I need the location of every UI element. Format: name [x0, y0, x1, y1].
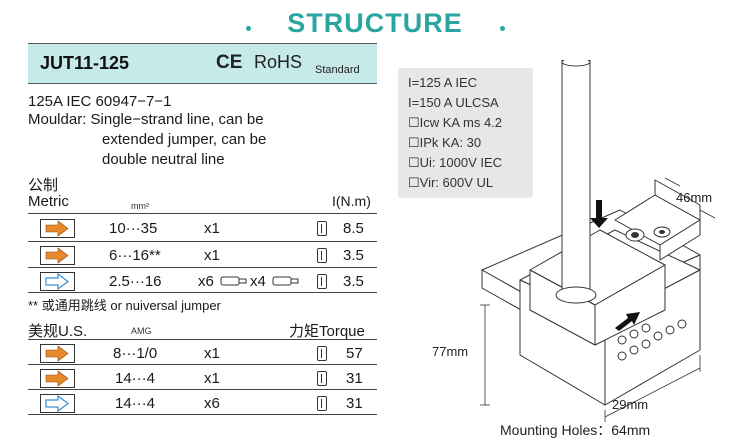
spec-line: ☐Icw KA ms 4.2: [408, 115, 503, 130]
metric-torque-label: I(N.m): [332, 193, 371, 209]
row-divider: [28, 389, 377, 390]
us-unit: AMG: [131, 326, 152, 336]
torque-value: 8.5: [343, 220, 364, 237]
model-name: JUT11-125: [40, 53, 130, 73]
table-row: 14···4 x1 31: [28, 367, 377, 389]
metric-unit: mm²: [131, 201, 149, 211]
product-header: JUT11-125 CE RoHS Standard: [28, 43, 377, 84]
metric-divider: [28, 213, 377, 214]
spec-line: I=150 A ULCSA: [408, 95, 499, 110]
arrow-box: [40, 394, 75, 413]
jumper-icon: [220, 276, 247, 286]
spec-line: ☐IPk KA: 30: [408, 135, 482, 150]
row-divider: [28, 292, 377, 293]
metric-label-cn: 公制: [28, 177, 59, 194]
intro-description-3: double neutral line: [102, 151, 225, 168]
arrow-right-blue-icon: [45, 394, 69, 413]
row-divider: [28, 364, 377, 365]
table-row: 10···35 x1 8.5: [28, 217, 377, 239]
wire-range: 2.5···16: [109, 273, 162, 290]
screw-clamp-icon: [317, 346, 327, 361]
spec-line: I=125 A IEC: [408, 75, 478, 90]
title-dot-right: [500, 26, 505, 31]
arrow-box: [40, 344, 75, 363]
screw-clamp-icon: [317, 274, 327, 289]
quantity: x6: [204, 395, 220, 412]
screw-clamp-icon: [317, 221, 327, 236]
wire-range: 10···35: [109, 220, 158, 237]
intro-standard: 125A IEC 60947−7−1: [28, 93, 172, 110]
page-title: STRUCTURE: [287, 8, 463, 38]
wire-range: 6···16**: [109, 247, 161, 264]
wire-range: 14···4: [115, 370, 156, 387]
mounting-holes: Mounting Holes：64mm: [500, 422, 651, 438]
table-row: 2.5···16 x6 x4 3.5: [28, 270, 377, 292]
arrow-right-orange-icon: [45, 370, 69, 387]
jumper-note: ** 或通用跳线 or nuiversal jumper: [28, 298, 221, 313]
dimension-height: 77mm: [432, 344, 469, 359]
metric-label: Metric: [28, 193, 69, 210]
torque-value: 31: [346, 395, 363, 412]
table-row: 8···1/0 x1 57: [28, 342, 377, 364]
torque-value: 3.5: [343, 247, 364, 264]
torque-value: 3.5: [343, 273, 364, 290]
quantity: x1: [204, 247, 220, 264]
spec-box: I=125 A IEC I=150 A ULCSA ☐Icw KA ms 4.2…: [398, 68, 533, 198]
arrow-right-orange-icon: [45, 345, 69, 362]
arrow-right-orange-icon: [45, 220, 69, 237]
quantity: x1: [204, 220, 220, 237]
spec-line: ☐Vir: 600V UL: [408, 175, 494, 190]
intro-description-2: extended jumper, can be: [102, 131, 267, 148]
standard-label: Standard: [315, 64, 360, 76]
row-divider: [28, 267, 377, 268]
torque-value: 31: [346, 370, 363, 387]
table-row: 14···4 x6 31: [28, 392, 377, 414]
ce-mark-logo: CE: [216, 52, 243, 73]
us-divider: [28, 339, 377, 340]
arrow-box: [40, 369, 75, 388]
row-divider: [28, 241, 377, 242]
dimension-width: 46mm: [676, 190, 713, 205]
wire-range: 8···1/0: [113, 345, 158, 362]
screw-clamp-icon: [317, 248, 327, 263]
row-divider: [28, 414, 377, 415]
arrow-right-blue-icon: [45, 272, 69, 291]
title-dot-left: [246, 26, 251, 31]
spec-line: ☐Ui: 1000V IEC: [408, 155, 503, 170]
arrow-box: [40, 219, 75, 238]
quantity: x1: [204, 370, 220, 387]
arrow-box: [40, 246, 75, 265]
terminal-block-illustration: [480, 60, 716, 422]
table-row: 6···16** x1 3.5: [28, 244, 377, 266]
quantity: x1: [204, 345, 220, 362]
dimension-depth: 29mm: [612, 397, 649, 412]
arrow-box: [40, 272, 75, 291]
jumper-icon: [272, 276, 299, 286]
screw-clamp-icon: [317, 371, 327, 386]
rohs-label: RoHS: [254, 52, 303, 72]
quantity-b: x4: [250, 273, 266, 290]
intro-description: Mouldar: Single−strand line, can be: [28, 111, 264, 128]
us-torque-label: 力矩Torque: [289, 323, 365, 340]
quantity: x6: [198, 273, 214, 290]
torque-value: 57: [346, 345, 363, 362]
arrow-right-orange-icon: [45, 247, 69, 264]
wire-range: 14···4: [115, 395, 156, 412]
us-label: 美规U.S.: [28, 323, 88, 340]
screw-clamp-icon: [317, 396, 327, 411]
